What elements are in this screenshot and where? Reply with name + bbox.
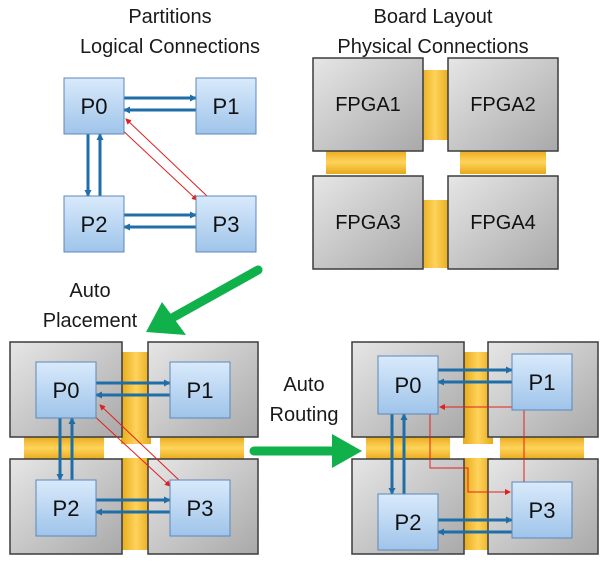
routing-link-p0-p3 [429, 414, 511, 495]
placement-p3-box [169, 479, 231, 537]
auto-routing-label-line2: Routing [270, 404, 339, 426]
partition-p0-label: P0 [81, 94, 108, 119]
board-connector-right [460, 150, 546, 174]
placement-connector-top [121, 352, 151, 444]
logical-link-p3-p0 [125, 118, 208, 197]
routing-p0-box [377, 355, 439, 415]
logical-connections-panel: P0 P1 P2 P3 [63, 77, 257, 253]
auto-routing-label-line1: Auto [283, 374, 324, 396]
routing-p1-box [511, 353, 573, 411]
logical-link-p0-p3 [117, 125, 198, 201]
fpga2-box [447, 57, 559, 152]
routing-result-panel: P0 P1 P2 P3 [351, 341, 599, 555]
auto-placement-label-line2: Placement [43, 310, 138, 332]
board-connector-left [326, 150, 406, 174]
placement-p3-label: P3 [187, 496, 214, 521]
placement-p2-box [35, 479, 97, 537]
placement-connector-bottom [121, 458, 151, 550]
routing-p1-label: P1 [529, 370, 556, 395]
board-layout-title-line1: Board Layout [374, 6, 493, 28]
placement-result-panel: P0 P1 P2 P3 [9, 341, 259, 555]
routing-p2-box [377, 493, 439, 551]
partition-p3-label: P3 [213, 212, 240, 237]
auto-routing-arrow [249, 434, 362, 468]
placement-connector-left [24, 436, 104, 460]
partition-p0-box [63, 77, 125, 135]
fpga3-label: FPGA3 [335, 212, 401, 234]
partition-p2-label: P2 [81, 212, 108, 237]
placement-p0-box [35, 361, 97, 419]
routing-p2-label: P2 [395, 510, 422, 535]
fpga1-box [312, 57, 424, 152]
placement-link-p0-p3 [89, 411, 171, 487]
partition-p3-box [195, 195, 257, 253]
board-connector-bottom [420, 200, 450, 268]
board-layout-panel: FPGA1 FPGA2 FPGA3 FPGA4 [312, 57, 559, 270]
partition-p1-label: P1 [213, 94, 240, 119]
placement-link-p3-p0 [99, 404, 181, 482]
placement-p0-label: P0 [53, 378, 80, 403]
placement-p2-label: P2 [53, 496, 80, 521]
routing-p3-box [511, 481, 573, 539]
routing-connector-right [500, 436, 584, 460]
placement-p1-box [169, 361, 231, 419]
fpga3-box [312, 175, 424, 270]
routing-connector-left [366, 436, 450, 460]
routing-p0-label: P0 [395, 373, 422, 398]
partition-p1-box [195, 77, 257, 135]
partitions-title-line1: Partitions [128, 6, 211, 28]
placement-p1-label: P1 [187, 378, 214, 403]
partition-p2-box [63, 195, 125, 253]
board-layout-title-line2: Physical Connections [337, 36, 528, 58]
placement-connector-right [160, 436, 244, 460]
auto-placement-label-line1: Auto [69, 280, 110, 302]
routing-p3-label: P3 [529, 498, 556, 523]
auto-placement-arrow [146, 265, 263, 335]
fpga1-label: FPGA1 [335, 94, 401, 116]
fpga4-box [447, 175, 559, 270]
fpga2-label: FPGA2 [470, 94, 536, 116]
fpga4-label: FPGA4 [470, 212, 536, 234]
board-connector-top [420, 70, 450, 140]
partitions-title-line2: Logical Connections [80, 36, 260, 58]
